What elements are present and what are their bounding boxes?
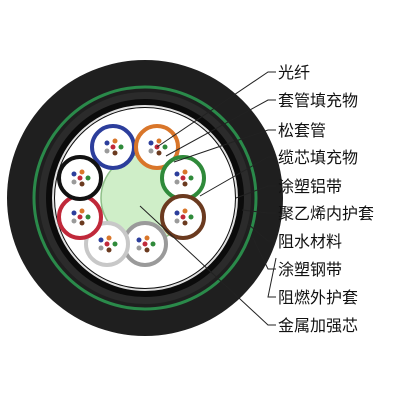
label-tube-filler: 套管填充物 [278, 91, 358, 110]
label-flame-retardant-outer-sheath: 阻燃外护套 [278, 288, 358, 307]
leader-fiber [156, 71, 276, 148]
loose-tube-gray-left [84, 221, 130, 267]
label-pe-inner-sheath: 聚乙烯内护套 [278, 204, 374, 223]
leader-coated-aluminum-tape [235, 185, 276, 199]
loose-tube-brown [160, 194, 206, 240]
leader-cable-core-filler [199, 156, 276, 197]
loose-tube-gray-right [122, 221, 168, 267]
loose-tube-black [57, 155, 103, 201]
labels: 光纤 套管填充物 松套管 缆芯填充物 涂塑铝带 聚乙烯内护套 阻水材料 涂塑钢带… [278, 63, 374, 335]
leader-lines [139, 71, 277, 326]
label-metal-strength-member: 金属加强芯 [278, 316, 358, 335]
label-fiber: 光纤 [278, 63, 310, 82]
loose-tube-green [160, 155, 206, 201]
leader-water-blocking-material [247, 223, 276, 242]
label-cable-core-filler: 缆芯填充物 [278, 148, 358, 167]
label-loose-tube: 松套管 [278, 121, 326, 140]
leader-loose-tube [173, 129, 276, 163]
loose-tube-red [57, 194, 103, 240]
leader-flame-retardant-outer-sheath [267, 257, 277, 298]
label-coated-aluminum-tape: 涂塑铝带 [278, 177, 342, 196]
coated-steel-tape [32, 85, 258, 311]
leader-pe-inner-sheath [241, 209, 276, 214]
loose-tube-blue [90, 124, 136, 170]
label-water-blocking-material: 阻水材料 [278, 232, 342, 251]
label-coated-steel-tape: 涂塑钢带 [278, 260, 342, 279]
cable-cross-section [7, 60, 283, 336]
leader-tube-filler [165, 99, 276, 157]
leader-metal-strength-member [139, 205, 276, 326]
